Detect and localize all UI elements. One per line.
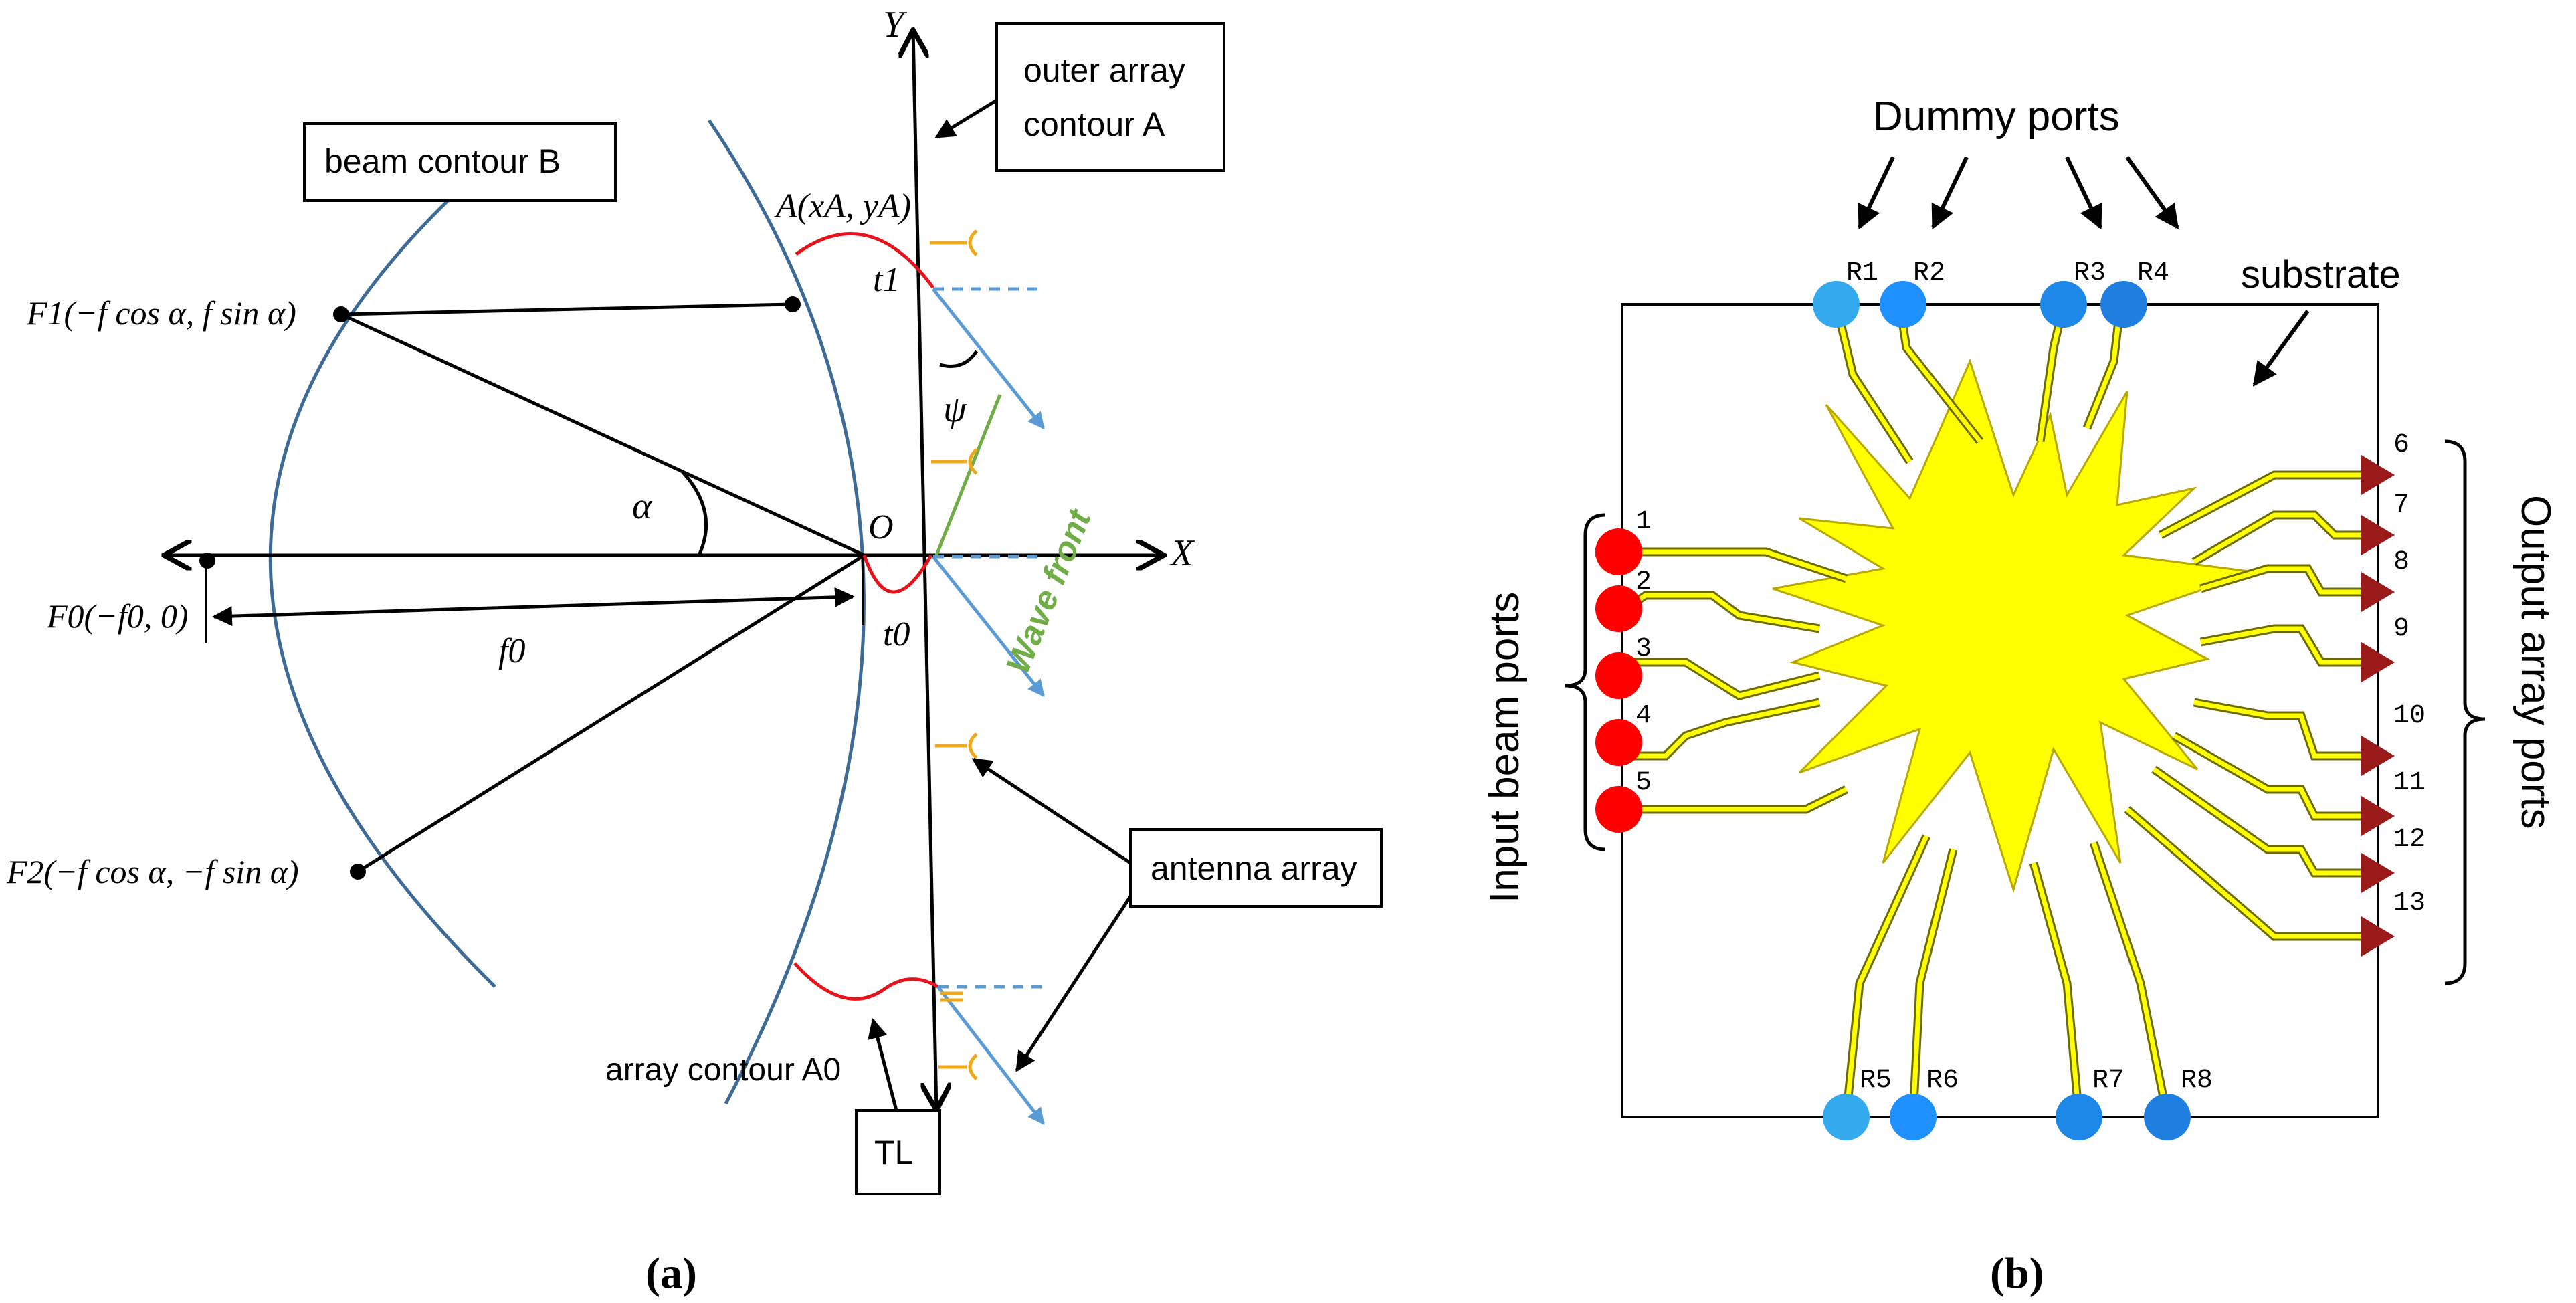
point-a-label: A(xA, yA) bbox=[774, 187, 911, 225]
dummy-arrow-3 bbox=[2065, 156, 2102, 230]
output-port-label-11: 11 bbox=[2393, 768, 2425, 798]
t1-label: t1 bbox=[873, 261, 900, 299]
f0-dimension bbox=[212, 587, 855, 627]
dummy-port-markers bbox=[1813, 281, 2191, 1140]
beam-contour-curve bbox=[268, 193, 496, 988]
outer-contour-label-1: outer array bbox=[1023, 52, 1185, 89]
x-axis-label: X bbox=[1169, 532, 1195, 574]
output-port-label-13: 13 bbox=[2393, 888, 2425, 918]
output-port-label-7: 7 bbox=[2393, 490, 2409, 520]
substrate-arrow bbox=[2252, 310, 2310, 387]
alpha-arc bbox=[681, 470, 708, 557]
tl-top bbox=[795, 232, 935, 289]
dummy-ports-label: Dummy ports bbox=[1873, 94, 2120, 140]
dummy-arrow-4 bbox=[2125, 156, 2179, 229]
point-a bbox=[785, 296, 801, 312]
input-port-label-2: 2 bbox=[1636, 567, 1652, 597]
outer-contour-label-2: contour A bbox=[1023, 106, 1165, 143]
f2-label: F2(−f cos α, −f sin α) bbox=[6, 853, 299, 890]
radiation-ray-middle bbox=[932, 555, 1045, 697]
beam-contour-box bbox=[303, 122, 617, 202]
output-port-label-9: 9 bbox=[2393, 614, 2409, 644]
arrow-outer-contour bbox=[934, 98, 998, 139]
output-port-label-10: 10 bbox=[2393, 701, 2425, 731]
dummy-arrow-2 bbox=[1931, 156, 1969, 230]
output-port-label-8: 8 bbox=[2393, 547, 2409, 577]
output-port-label-12: 12 bbox=[2393, 825, 2425, 855]
caption-a: (a) bbox=[646, 1249, 697, 1298]
output-port-markers bbox=[2361, 455, 2395, 957]
focal-point-f1 bbox=[333, 306, 349, 322]
antenna-elements bbox=[930, 229, 978, 1080]
input-bracket bbox=[1565, 513, 1606, 851]
arrow-antenna-2 bbox=[1015, 895, 1132, 1072]
dummy-arrow-1 bbox=[1858, 156, 1895, 230]
arrow-tl bbox=[868, 1018, 898, 1111]
antenna-array-box bbox=[1129, 828, 1383, 908]
tl-bottom bbox=[793, 962, 939, 1001]
tl-box bbox=[855, 1109, 941, 1195]
input-port-label-1: 1 bbox=[1636, 507, 1652, 537]
output-bracket bbox=[2444, 439, 2486, 985]
dummy-port-label-r3: R3 bbox=[2074, 258, 2106, 288]
dummy-port-label-r8: R8 bbox=[2181, 1066, 2213, 1096]
y-axis bbox=[913, 30, 936, 1110]
psi-label: ψ bbox=[943, 389, 967, 430]
f0-label: f0 bbox=[498, 632, 525, 670]
antenna-array-label: antenna array bbox=[1151, 849, 1357, 887]
t0-label: t0 bbox=[883, 615, 910, 654]
origin-label: O bbox=[868, 508, 894, 546]
dummy-port-label-r1: R1 bbox=[1846, 258, 1878, 288]
ray-f1-a bbox=[340, 302, 793, 316]
array-contour-label: array contour A0 bbox=[605, 1052, 841, 1088]
input-port-markers bbox=[1595, 528, 1642, 833]
dummy-port-label-r4: R4 bbox=[2137, 258, 2169, 288]
output-array-ports-label: Output array ports bbox=[2512, 495, 2559, 829]
tl-label: TL bbox=[874, 1134, 913, 1171]
f1-label: F1(−f cos α, f sin α) bbox=[26, 294, 296, 332]
wave-front-line bbox=[934, 394, 1002, 556]
caption-b: (b) bbox=[1990, 1249, 2044, 1298]
panel-a: beam contour B outer array contour A ant… bbox=[6, 4, 1383, 1298]
substrate-label: substrate bbox=[2241, 253, 2401, 296]
panel-b: 1 2 3 4 5 6 7 8 9 10 11 12 13 R1 R2 R3 R… bbox=[1482, 94, 2559, 1298]
input-port-label-5: 5 bbox=[1636, 768, 1652, 798]
focal-point-f0 bbox=[199, 553, 215, 569]
output-port-label-6: 6 bbox=[2393, 430, 2409, 460]
dummy-port-label-r2: R2 bbox=[1913, 258, 1945, 288]
tl-middle bbox=[862, 554, 933, 594]
radiation-ray-top bbox=[932, 288, 1045, 429]
y-axis-label: Y bbox=[883, 4, 908, 45]
dummy-port-label-r5: R5 bbox=[1860, 1066, 1892, 1096]
rotman-lens-star bbox=[1772, 358, 2255, 894]
psi-arc bbox=[939, 350, 979, 368]
input-beam-ports-label: Input beam ports bbox=[1482, 592, 1528, 903]
outer-contour-box bbox=[995, 22, 1225, 172]
f0-point-label: F0(−f0, 0) bbox=[46, 597, 188, 635]
dummy-port-label-r7: R7 bbox=[2092, 1066, 2124, 1096]
alpha-label: α bbox=[632, 486, 653, 527]
wave-front-label: Wave front bbox=[999, 503, 1098, 678]
dummy-port-label-r6: R6 bbox=[1926, 1066, 1959, 1096]
input-port-label-3: 3 bbox=[1636, 634, 1652, 664]
focal-point-f2 bbox=[350, 864, 366, 880]
arrow-antenna-1 bbox=[971, 757, 1132, 865]
ray-f1-o bbox=[340, 312, 866, 557]
beam-contour-label: beam contour B bbox=[324, 142, 561, 180]
radiation-ray-bottom bbox=[936, 985, 1045, 1125]
input-port-label-4: 4 bbox=[1636, 701, 1652, 731]
array-contour-curve bbox=[707, 119, 866, 1105]
